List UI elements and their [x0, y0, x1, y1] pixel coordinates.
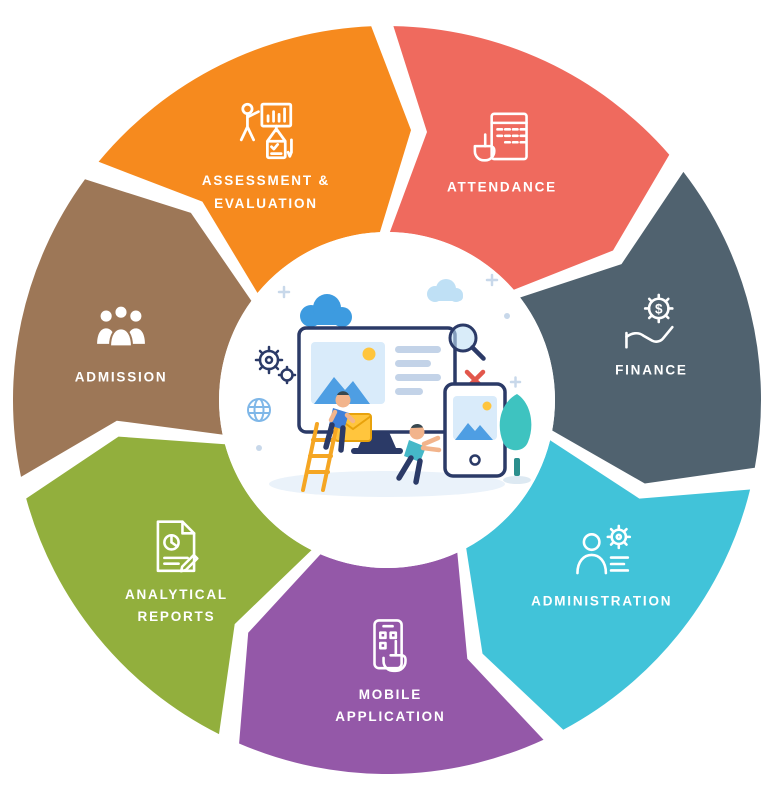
cloud-small-icon [427, 279, 463, 302]
tree-graphic [499, 394, 532, 484]
gear-icon [254, 345, 297, 385]
person-left-figure [323, 391, 356, 453]
globe-icon [247, 398, 271, 422]
decoration-dot [256, 445, 262, 451]
decoration-dot [504, 313, 510, 319]
center-illustration [219, 232, 555, 568]
center-illustration-svg [247, 273, 532, 497]
ground-shadow [269, 471, 505, 497]
person-right-figure [396, 423, 442, 485]
magnifier-icon [448, 323, 486, 361]
segment-shape-admission [12, 179, 252, 477]
segment-shape-attendance [389, 26, 670, 290]
cloud-icon [300, 294, 352, 327]
decoration-plus-icons [277, 273, 522, 388]
monitor-graphic [297, 326, 457, 454]
segment-shape-analytical-reports [26, 436, 312, 735]
segment-shape-administration [466, 440, 751, 730]
tablet-graphic [443, 382, 507, 478]
illustration-scene [247, 273, 532, 497]
segment-shape-assessment-evaluation [98, 26, 411, 294]
